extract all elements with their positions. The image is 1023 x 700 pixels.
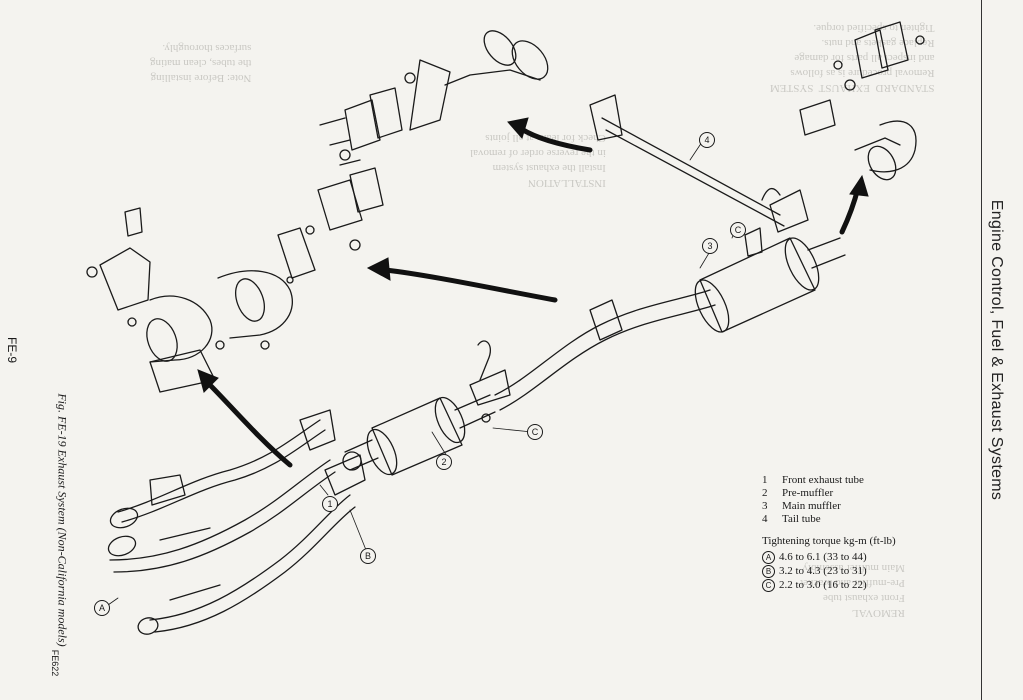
tail-tube [589,94,809,233]
front-exhaust-tube [107,409,366,635]
center-pipe [494,289,716,411]
callout-torque-c-lower: C [527,424,543,440]
muffler-mount-detail [799,21,925,181]
page-number: FE-9 [5,336,19,364]
callout-torque-c-upper: C [730,222,746,238]
hanger-c-detail [469,227,763,423]
torque-heading: Tightening torque kg-m (ft-lb) [762,535,896,547]
section-divider [981,0,982,700]
callout-torque-a: A [94,600,110,616]
front-bracket-detail [86,207,225,393]
callout-pre-muffler: 2 [436,454,452,470]
figure-code: FE622 [50,649,60,677]
section-title: Engine Control, Fuel & Exhaust Systems [988,199,1005,501]
figure-caption: Fig. FE-19 Exhaust System (Non-Californi… [55,393,70,647]
exploded-view-arrows [197,117,869,468]
tail-hanger-detail [305,30,549,251]
callout-main-muffler: 3 [702,238,718,254]
callout-torque-b: B [360,548,376,564]
center-hanger-detail [217,227,316,350]
callout-front-exhaust-tube: 1 [322,496,338,512]
callout-tail-tube: 4 [699,132,715,148]
pre-muffler [342,394,496,476]
